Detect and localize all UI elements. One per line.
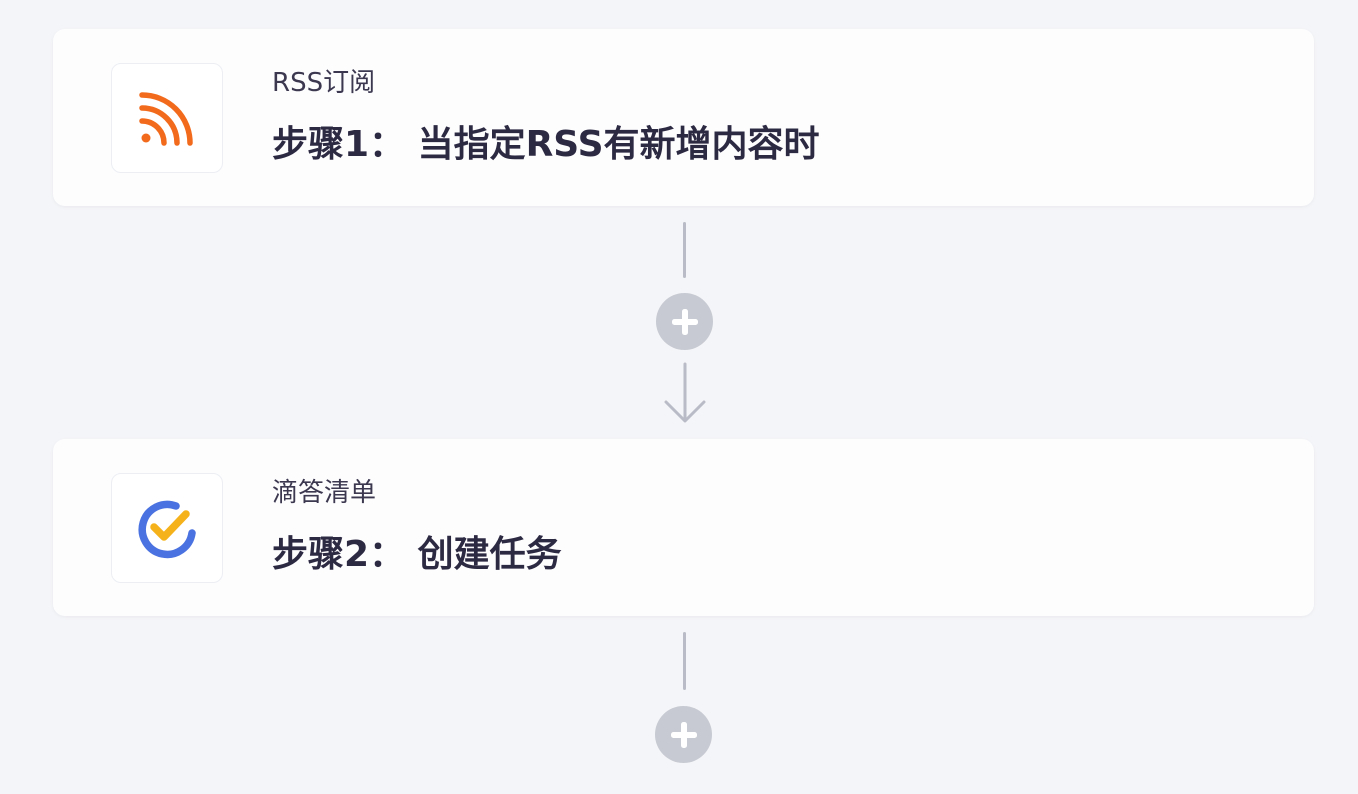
connector-line — [683, 222, 686, 278]
rss-feed-icon — [111, 63, 223, 173]
connector-line — [683, 632, 686, 690]
plus-circle-icon[interactable] — [656, 293, 713, 350]
ticktick-check-icon — [111, 473, 223, 583]
step-card-ticktick[interactable]: 滴答清单 步骤2： 创建任务 — [53, 439, 1314, 616]
step-card-rss[interactable]: RSS订阅 步骤1： 当指定RSS有新增内容时 — [53, 29, 1314, 206]
plus-circle-icon[interactable] — [655, 706, 712, 763]
step-title: 步骤2： 创建任务 — [272, 534, 562, 575]
arrow-down-icon — [664, 362, 706, 423]
app-name-label: RSS订阅 — [272, 68, 376, 98]
step-title: 步骤1： 当指定RSS有新增内容时 — [272, 124, 820, 165]
app-name-label: 滴答清单 — [272, 478, 377, 508]
